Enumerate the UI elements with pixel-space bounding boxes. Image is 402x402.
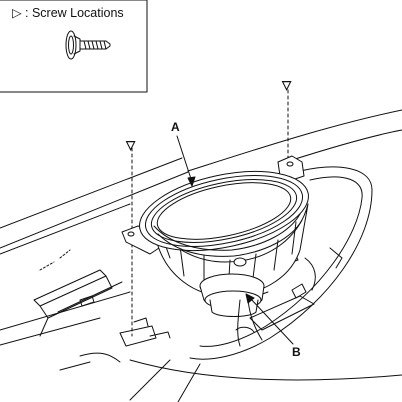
screw-icon — [65, 30, 111, 60]
callout-a-label: A — [171, 120, 180, 134]
speaker-assembly — [121, 155, 309, 317]
screw-marker-right-symbol: ▽ — [281, 78, 292, 92]
screw-marker-right: ▽ — [281, 78, 292, 92]
callout-a: A — [171, 120, 196, 187]
legend-box: ▷ : Screw Locations — [0, 0, 148, 93]
callout-b: B — [245, 293, 301, 359]
legend-marker-symbol: ▷ — [12, 6, 22, 20]
legend-label: : Screw Locations — [25, 6, 124, 20]
screw-marker-left: ▽ — [125, 138, 136, 152]
connector-harness — [235, 299, 263, 347]
callout-b-label: B — [292, 345, 301, 359]
screw-marker-left-symbol: ▽ — [125, 138, 136, 152]
